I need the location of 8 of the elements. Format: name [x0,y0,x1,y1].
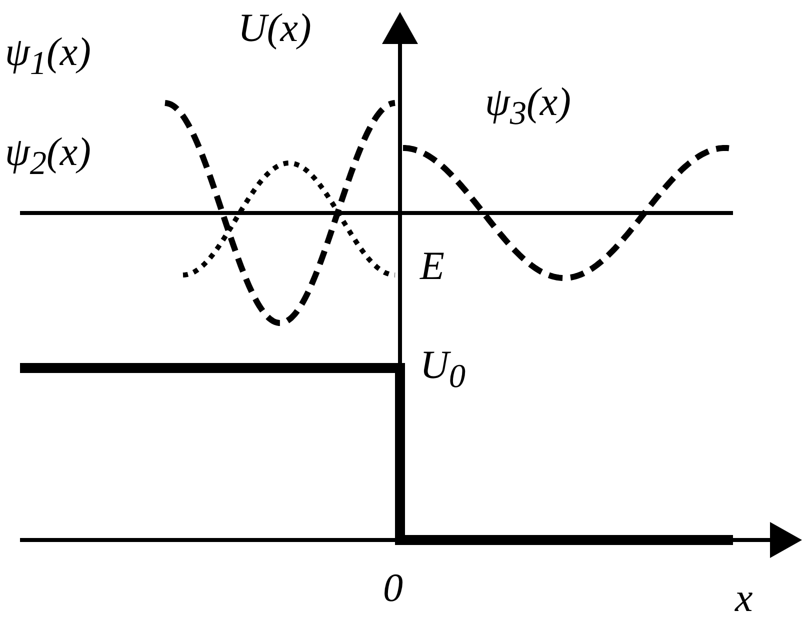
axis-label: U(x) [238,8,312,48]
energy-label: E [420,246,444,286]
curve-label: ψ$_{3}$(x) [485,82,571,130]
curve-label: ψ$_{2}$(x) [5,132,91,180]
potential-label: U$_{0}$ [420,345,466,394]
origin-label: 0 [383,568,403,608]
axis-label: x [735,578,753,618]
curve-label: ψ$_{1}$(x) [5,32,91,80]
